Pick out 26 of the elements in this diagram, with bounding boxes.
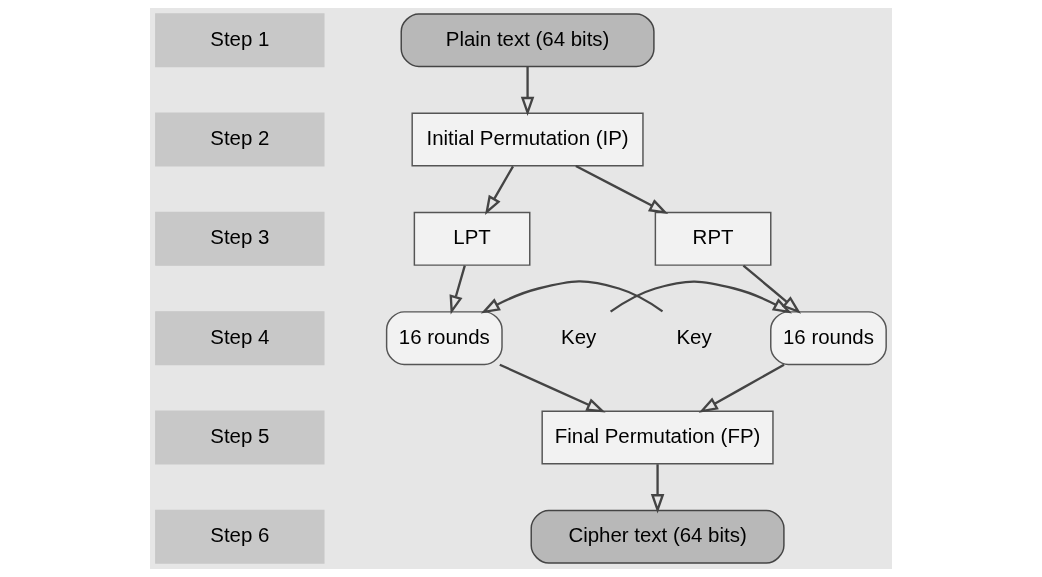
node-text: Key <box>561 324 597 348</box>
node-box: Step 1 <box>155 13 325 68</box>
node-box: Final Permutation (FP) <box>541 410 774 465</box>
node-box: LPT <box>413 211 531 266</box>
arrow <box>480 280 664 314</box>
arrow <box>609 280 793 314</box>
arrow <box>742 264 802 314</box>
arrow <box>650 464 665 514</box>
node-box: Step 5 <box>155 410 325 465</box>
node-box: Plain text (64 bits) <box>400 13 655 68</box>
node-text: Key <box>676 324 712 348</box>
node-box: Step 4 <box>155 311 325 366</box>
node-box: Cipher text (64 bits) <box>530 509 785 564</box>
node-box: Step 6 <box>155 509 325 564</box>
node-box: Step 3 <box>155 211 325 266</box>
arrow <box>575 165 669 215</box>
node-box: 16 rounds <box>770 311 887 366</box>
arrow <box>485 165 514 215</box>
node-box: 16 rounds <box>385 311 503 366</box>
node-box: Initial Permutation (IP) <box>411 112 644 167</box>
arrow <box>698 363 785 413</box>
arrow <box>520 67 535 117</box>
arrow <box>499 363 606 413</box>
node-box: RPT <box>654 211 772 266</box>
arrow <box>449 265 466 315</box>
node-box: Step 2 <box>155 112 325 167</box>
